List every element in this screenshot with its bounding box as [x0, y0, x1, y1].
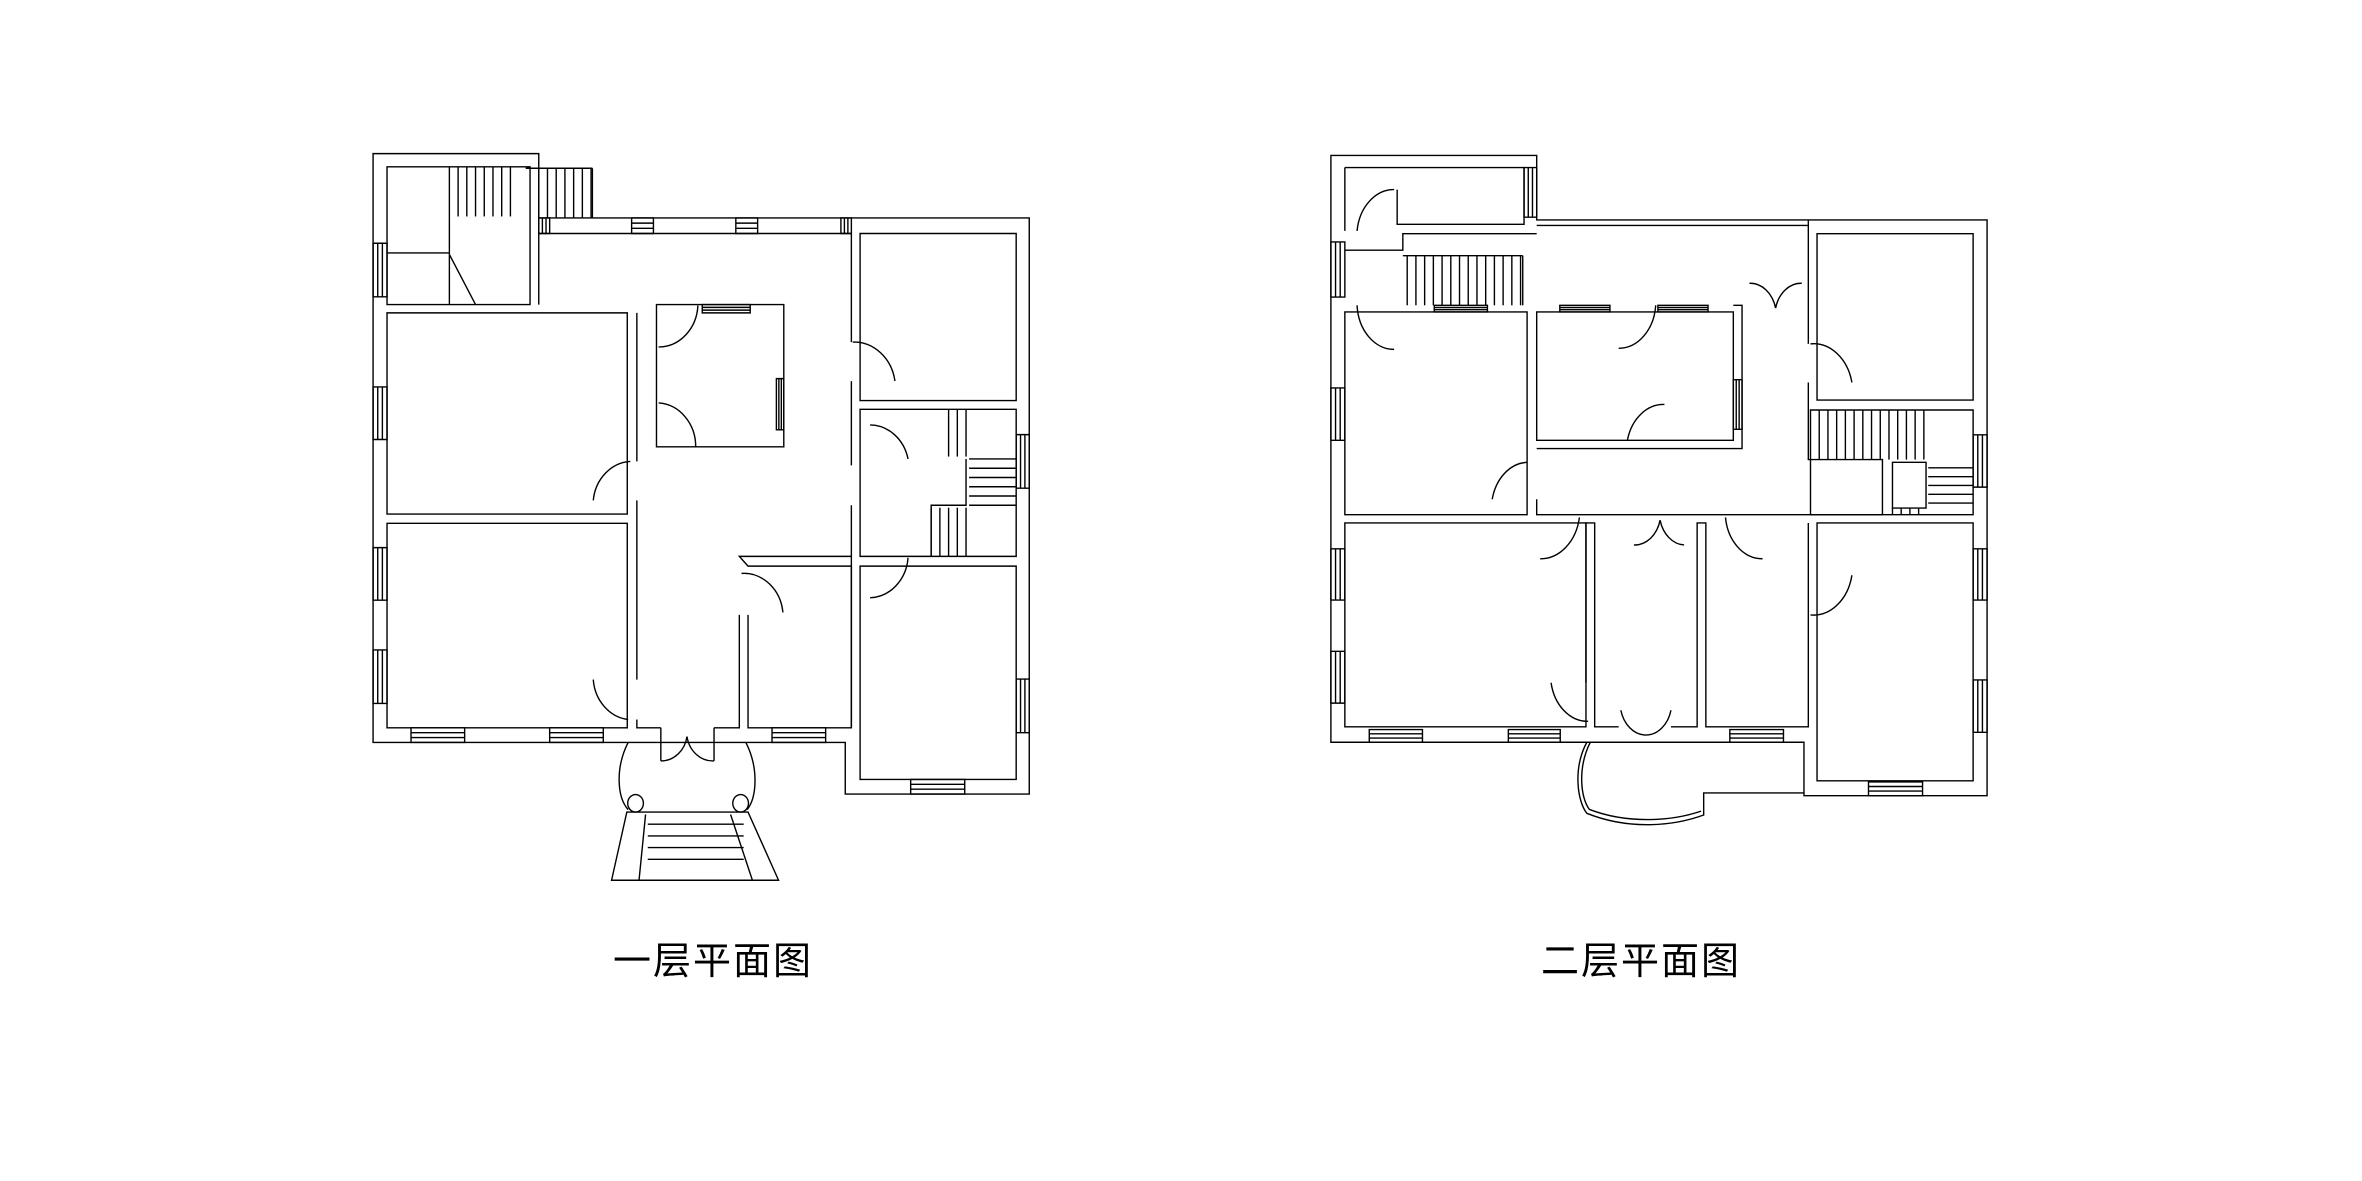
- second-floor-plan-title: 二层平面图: [1540, 939, 1742, 983]
- door-swing: [1357, 305, 1394, 349]
- window: [373, 243, 387, 297]
- door-swing: [593, 680, 628, 720]
- rooms: [387, 167, 1016, 780]
- door-swing: [1357, 190, 1394, 231]
- window: [632, 218, 654, 234]
- door-swing: [1725, 517, 1762, 558]
- door-swing: [870, 425, 908, 459]
- column: [733, 795, 749, 813]
- window: [1868, 782, 1922, 796]
- room-northeast: [860, 234, 1016, 401]
- room-west-lower: [387, 523, 627, 728]
- window: [702, 305, 750, 313]
- window: [772, 728, 826, 743]
- door-swing: [659, 403, 696, 447]
- windows: [1331, 168, 1987, 796]
- first-floor-plan: [373, 154, 1029, 881]
- window: [373, 548, 387, 601]
- door-swing: [1540, 517, 1579, 558]
- stairs: [1403, 256, 1973, 515]
- exterior-walls: [1331, 155, 1987, 795]
- double-door-swing: [1749, 283, 1801, 308]
- window: [1016, 679, 1029, 733]
- column: [628, 795, 644, 813]
- room-northwest: [1345, 312, 1527, 515]
- door-swing: [1551, 683, 1588, 722]
- room-center: [656, 305, 783, 447]
- rooms: [1345, 168, 1973, 781]
- door-swing: [593, 461, 630, 500]
- room-northeast: [1817, 234, 1973, 400]
- door-swing: [1811, 344, 1852, 383]
- door-swing: [1811, 575, 1852, 615]
- window: [911, 779, 965, 794]
- double-door-swing: [1621, 710, 1671, 735]
- windows: [373, 218, 1029, 794]
- door-swing: [1627, 404, 1664, 440]
- door-swing: [659, 306, 698, 347]
- window: [1973, 435, 1987, 487]
- door-swing: [1492, 462, 1527, 499]
- window: [776, 379, 783, 430]
- window: [1973, 680, 1987, 732]
- window: [550, 728, 604, 743]
- stair-landing: [1892, 462, 1926, 508]
- room-center: [1537, 312, 1734, 440]
- room-west-upper: [387, 313, 627, 514]
- double-door-swing: [661, 728, 714, 761]
- window: [1331, 242, 1345, 297]
- second-floor-plan: [1331, 155, 1987, 824]
- window: [373, 650, 387, 704]
- window: [539, 218, 550, 234]
- window: [1730, 730, 1784, 743]
- room-southeast: [1817, 523, 1973, 781]
- balcony: [1578, 742, 1804, 824]
- entrance-porch: [612, 742, 779, 880]
- window: [841, 218, 851, 234]
- window: [373, 387, 387, 440]
- window: [1658, 305, 1708, 312]
- window: [1369, 730, 1422, 743]
- window: [1973, 549, 1987, 600]
- window: [1524, 168, 1537, 218]
- window: [736, 218, 758, 234]
- window: [1733, 380, 1742, 430]
- window: [1560, 305, 1610, 312]
- window: [1434, 305, 1487, 312]
- first-floor-plan-title: 一层平面图: [612, 939, 814, 983]
- doors: [593, 306, 908, 761]
- double-door-swing: [1634, 520, 1684, 545]
- room-southeast: [860, 566, 1016, 779]
- window: [1016, 435, 1029, 489]
- window: [1508, 730, 1560, 743]
- door-swing: [870, 558, 908, 598]
- door-swing: [853, 342, 895, 381]
- window: [411, 728, 465, 743]
- exterior-walls: [373, 154, 1029, 794]
- room-southwest: [1345, 523, 1586, 727]
- window: [1331, 388, 1345, 440]
- window: [1331, 651, 1345, 703]
- door-swing: [1619, 305, 1656, 348]
- doors: [1357, 190, 1852, 736]
- stairs: [449, 167, 1016, 557]
- stair-room-east: [860, 409, 1016, 556]
- window: [1331, 549, 1345, 600]
- door-swing: [742, 573, 783, 612]
